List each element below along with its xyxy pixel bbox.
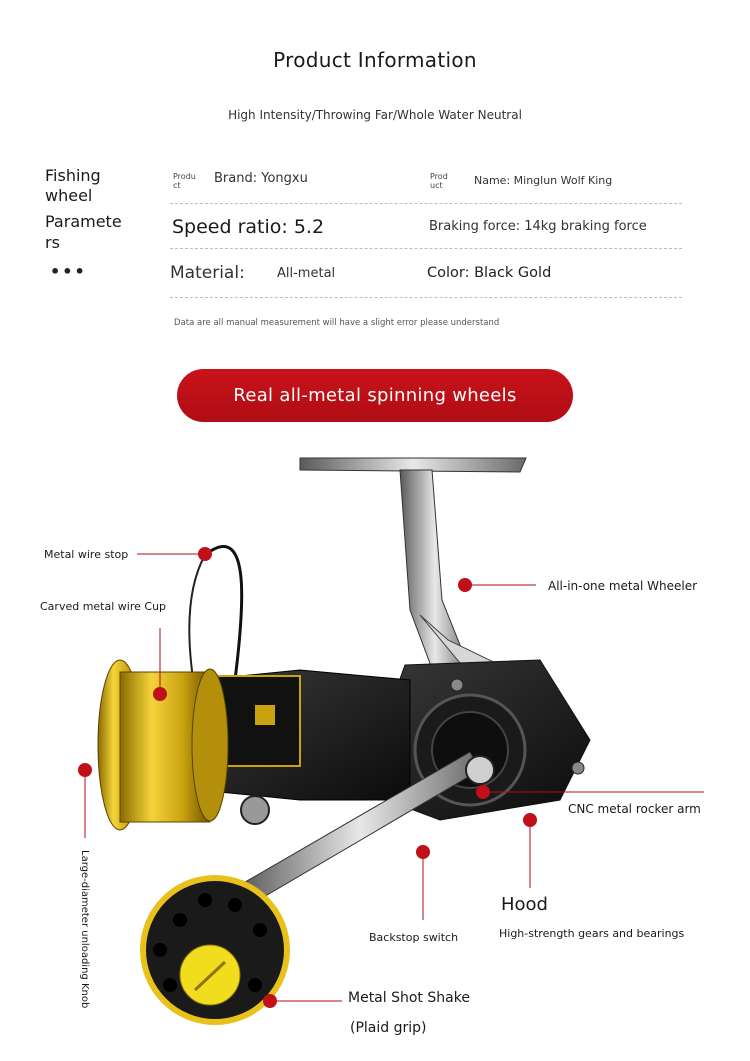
material-label: Material: bbox=[170, 263, 245, 283]
braking-force-value: Braking force: 14kg braking force bbox=[429, 219, 647, 234]
row-divider bbox=[170, 248, 682, 249]
section-label-line: rs bbox=[45, 233, 60, 252]
handle-knob bbox=[140, 875, 290, 1025]
row-divider bbox=[170, 297, 682, 298]
callout-dots bbox=[78, 547, 537, 1008]
section-label-line: Fishing bbox=[45, 166, 101, 185]
page-title: Product Information bbox=[273, 48, 477, 72]
brand-value: Brand: Yongxu bbox=[214, 171, 308, 186]
measurement-note: Data are all manual measurement will hav… bbox=[174, 318, 500, 328]
callout-hood-description: High-strength gears and bearings bbox=[499, 927, 685, 940]
page-subtitle: High Intensity/Throwing Far/Whole Water … bbox=[228, 108, 522, 122]
callout-metal-wire-stop: Metal wire stop bbox=[44, 548, 129, 561]
callout-plaid-grip: (Plaid grip) bbox=[350, 1020, 427, 1036]
name-prefix: Prod uct bbox=[430, 172, 448, 190]
color-value: Color: Black Gold bbox=[427, 265, 552, 281]
material-value: All-metal bbox=[277, 266, 336, 281]
feature-banner: Real all-metal spinning wheels bbox=[177, 369, 573, 422]
callout-unloading-knob: Large-diameter unloading Knob bbox=[79, 850, 90, 1009]
row-divider bbox=[170, 203, 682, 204]
product-name-value: Name: Minglun Wolf King bbox=[474, 174, 613, 187]
section-label-line: wheel bbox=[45, 186, 93, 205]
callout-backstop-switch: Backstop switch bbox=[369, 931, 459, 944]
callout-carved-wire-cup: Carved metal wire Cup bbox=[40, 600, 167, 613]
rotor-cup bbox=[199, 669, 411, 801]
reel-foot bbox=[299, 457, 527, 691]
speed-ratio-value: Speed ratio: 5.2 bbox=[172, 216, 325, 238]
ellipsis-icon: ••• bbox=[50, 262, 87, 281]
callout-all-in-one-wheeler: All-in-one metal Wheeler bbox=[548, 579, 698, 593]
brand-prefix: Produ ct bbox=[173, 172, 196, 190]
section-label-line: Paramete bbox=[45, 212, 122, 231]
callout-cnc-rocker-arm: CNC metal rocker arm bbox=[568, 802, 701, 816]
reel-illustration bbox=[78, 457, 704, 1025]
reel-body bbox=[359, 659, 591, 821]
callout-lines bbox=[84, 553, 704, 1002]
callout-metal-shot-shake: Metal Shot Shake bbox=[348, 990, 470, 1006]
crank-handle bbox=[239, 751, 495, 906]
callout-hood: Hood bbox=[501, 894, 548, 915]
spool bbox=[97, 659, 229, 831]
